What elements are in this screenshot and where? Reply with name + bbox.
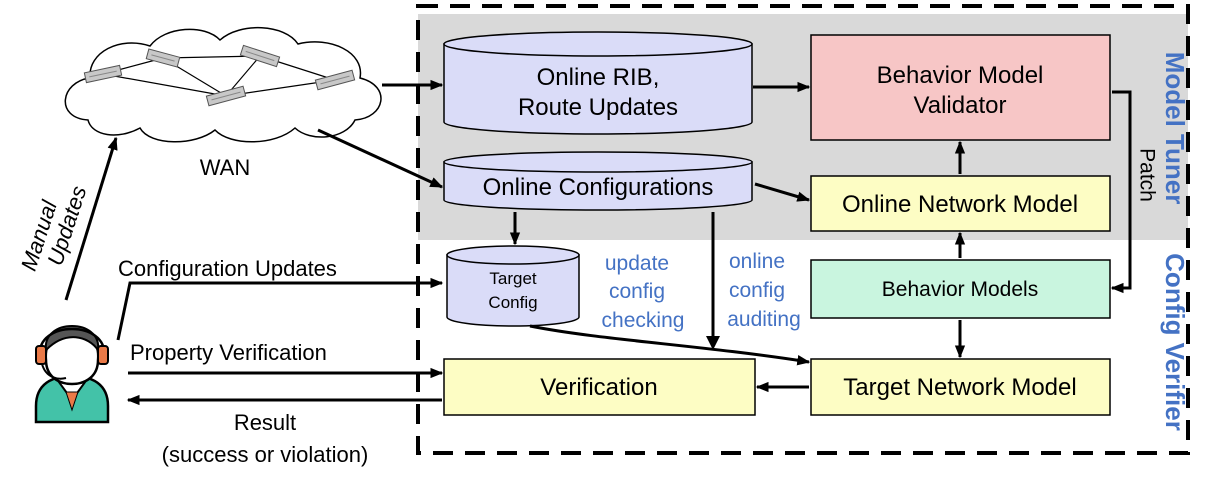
update-checking-line3: checking <box>602 309 685 332</box>
online-rib-line1: Online RIB, <box>537 64 660 91</box>
arrow-patch <box>1110 90 1132 294</box>
config-updates-label: Configuration Updates <box>118 256 337 281</box>
online-network-model-label: Online Network Model <box>842 191 1078 218</box>
behavior-model-validator-box: Behavior Model Validator <box>810 34 1111 141</box>
operator-icon <box>34 325 110 424</box>
behavior-models-box: Behavior Models <box>810 259 1111 319</box>
arrow-manual-updates <box>64 136 118 301</box>
result-line2: (success or violation) <box>162 442 369 467</box>
update-checking-line2: config <box>609 280 665 303</box>
target-network-model-label: Target Network Model <box>843 374 1076 401</box>
online-network-model-box: Online Network Model <box>810 175 1111 232</box>
patch-label: Patch <box>1135 148 1158 202</box>
online-configurations-label: Online Configurations <box>483 174 714 201</box>
arrow-wan-to-configs <box>317 128 444 189</box>
wan-cloud-icon <box>64 27 382 143</box>
verification-label: Verification <box>540 374 657 401</box>
property-verification-label: Property Verification <box>130 340 327 365</box>
arrow-configs-to-online-model <box>754 182 811 202</box>
result-line1: Result <box>234 410 296 435</box>
system-boundary <box>416 4 1190 455</box>
model-tuner-label: Model Tuner <box>1160 52 1190 205</box>
update-checking-line1: update <box>605 252 669 275</box>
target-config-line1: Target <box>489 269 537 288</box>
validator-line2: Validator <box>914 92 1007 119</box>
arrow-to-target-model <box>529 324 811 366</box>
online-configurations-db: Online Configurations <box>443 151 753 211</box>
behavior-models-label: Behavior Models <box>882 278 1038 301</box>
arrow-config-updates <box>116 277 444 341</box>
config-verifier-label: Config Verifier <box>1160 253 1190 431</box>
verification-box: Verification <box>443 358 756 416</box>
target-config-line2: Config <box>488 293 537 312</box>
online-auditing-line1: online <box>729 250 785 273</box>
target-network-model-box: Target Network Model <box>810 358 1111 416</box>
online-auditing-line3: auditing <box>727 308 801 331</box>
wan-label: WAN <box>200 155 251 180</box>
auditing-arrowhead <box>706 336 720 350</box>
online-rib-line2: Route Updates <box>518 94 678 121</box>
online-auditing-line2: config <box>729 279 785 302</box>
target-config-db: Target Config <box>446 245 580 327</box>
online-rib-db: Online RIB, Route Updates <box>443 31 753 135</box>
validator-line1: Behavior Model <box>877 62 1044 89</box>
